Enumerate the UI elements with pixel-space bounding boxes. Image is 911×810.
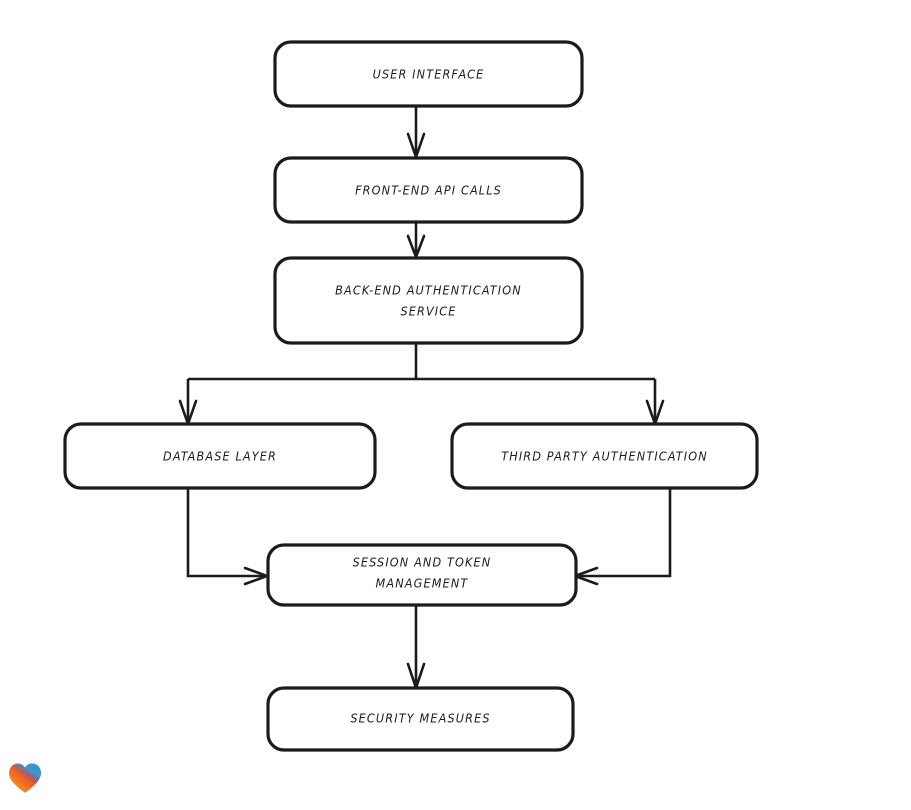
- node-back-end-auth-service[interactable]: BACK-END AUTHENTICATION SERVICE: [273, 256, 584, 345]
- edge-front-end-api-calls-to-back-end-auth-service: [406, 222, 426, 259]
- node-session-token-mgmt[interactable]: SESSION AND TOKEN MANAGEMENT: [266, 543, 578, 607]
- node-front-end-api-calls-shape[interactable]: [273, 156, 584, 224]
- node-user-interface-label: USER INTERFACE: [373, 67, 485, 82]
- node-database-layer-label: DATABASE LAYER: [163, 449, 277, 464]
- edge-fork-to-third-party-auth: [645, 379, 665, 426]
- node-database-layer[interactable]: DATABASE LAYER: [63, 422, 377, 490]
- node-session-token-mgmt-shape[interactable]: [266, 543, 578, 607]
- node-user-interface[interactable]: USER INTERFACE: [273, 40, 584, 108]
- node-front-end-api-calls[interactable]: FRONT-END API CALLS: [273, 156, 584, 224]
- node-third-party-auth-shape[interactable]: [450, 422, 759, 490]
- node-front-end-api-calls-label: FRONT-END API CALLS: [355, 183, 502, 198]
- node-security-measures-label: SECURITY MEASURES: [350, 711, 490, 726]
- edge-third-party-auth-to-session-token-mgmt: [573, 488, 672, 586]
- heart-icon: [9, 763, 41, 793]
- node-session-token-mgmt-label-line2: MANAGEMENT: [376, 576, 469, 591]
- node-third-party-auth[interactable]: THIRD PARTY AUTHENTICATION: [450, 422, 759, 490]
- edge-database-layer-to-session-token-mgmt: [186, 488, 269, 586]
- node-security-measures[interactable]: SECURITY MEASURES: [266, 686, 575, 752]
- edge-user-interface-to-front-end-api-calls: [406, 106, 426, 159]
- heart-icon-wrapper: [8, 762, 42, 794]
- node-user-interface-shape[interactable]: [273, 40, 584, 108]
- node-back-end-auth-service-shape[interactable]: [273, 256, 584, 345]
- node-back-end-auth-service-label-line1: BACK-END AUTHENTICATION: [335, 283, 522, 298]
- node-third-party-auth-label: THIRD PARTY AUTHENTICATION: [501, 449, 708, 464]
- node-session-token-mgmt-label-line1: SESSION AND TOKEN: [353, 555, 492, 570]
- edge-session-token-mgmt-to-security-measures: [406, 605, 426, 690]
- edge-fork-to-database-layer: [178, 379, 198, 426]
- node-security-measures-shape[interactable]: [266, 686, 575, 752]
- node-back-end-auth-service-label-line2: SERVICE: [400, 304, 456, 319]
- node-database-layer-shape[interactable]: [63, 422, 377, 490]
- edge-back-end-auth-service-fork: [188, 343, 655, 381]
- nodes-layer: USER INTERFACE FRONT-END API CALLS BACK-…: [63, 40, 759, 752]
